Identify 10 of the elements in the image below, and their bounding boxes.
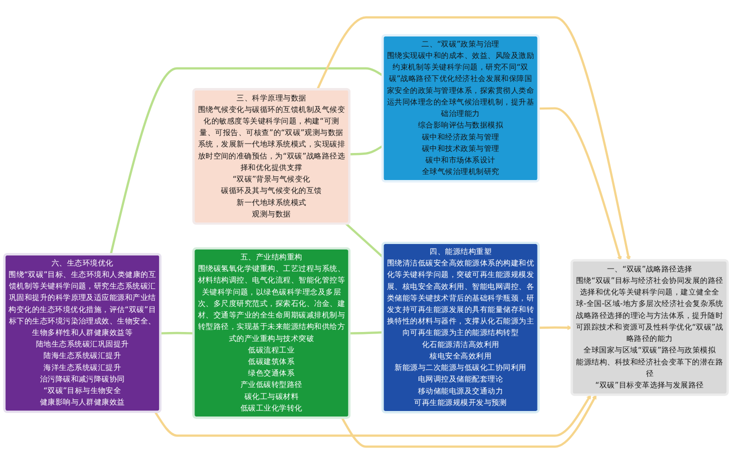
arrow <box>538 107 622 261</box>
connector <box>345 223 384 258</box>
connector <box>350 331 383 334</box>
arrow <box>341 394 596 448</box>
arrow <box>538 325 572 330</box>
arrow <box>316 16 631 261</box>
arrow <box>154 394 592 437</box>
connector <box>350 144 384 156</box>
connector <box>110 67 384 255</box>
connector <box>160 332 194 334</box>
